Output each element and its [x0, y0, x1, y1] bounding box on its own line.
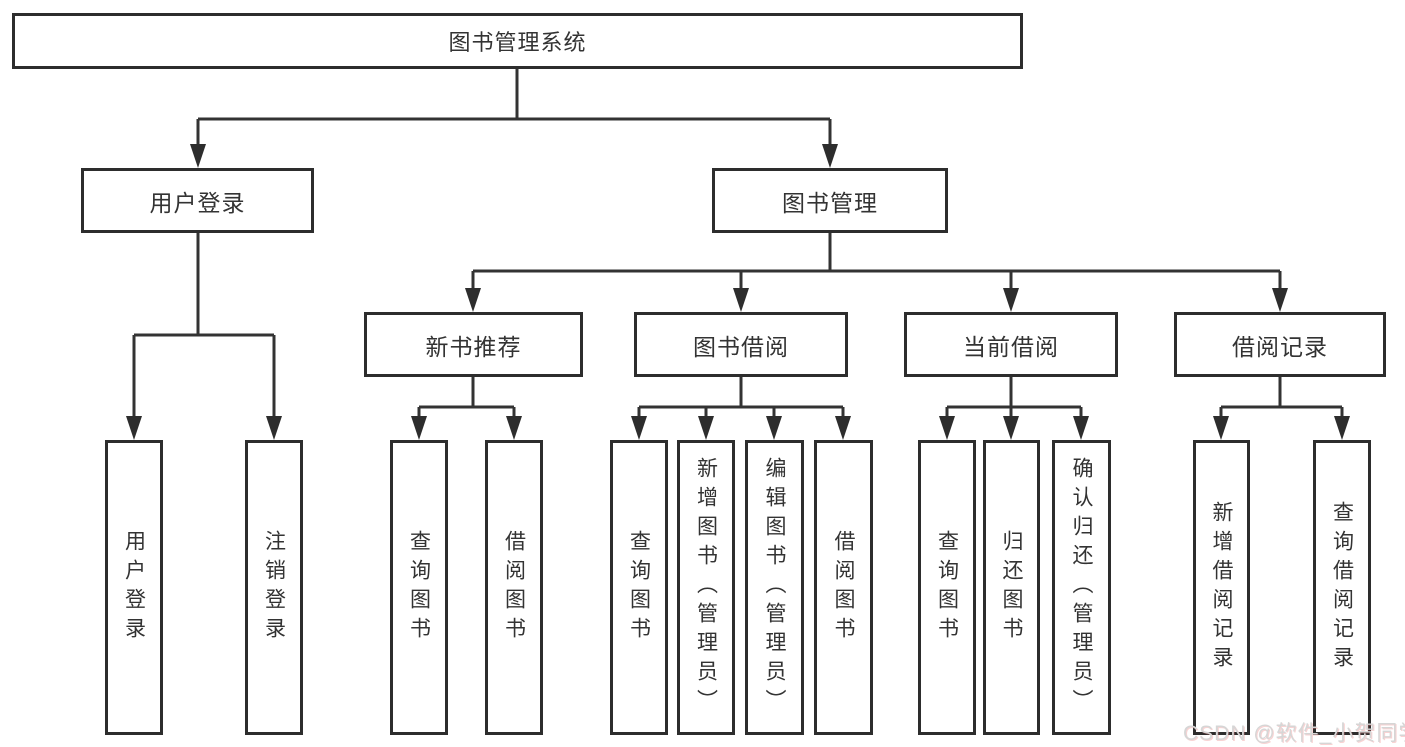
leaf-add-borrow-record: 新增借阅记录 — [1193, 440, 1250, 735]
node-library-system: 图书管理系统 — [12, 13, 1023, 69]
arrow-down-icon — [1272, 288, 1288, 312]
leaf-query-books-borrow-label: 查询图书 — [627, 529, 651, 646]
node-new-book-recommend-label: 新书推荐 — [425, 333, 522, 360]
arrow-down-icon — [1003, 288, 1019, 312]
arrow-down-icon — [506, 416, 522, 440]
arrow-down-icon — [411, 416, 427, 440]
leaf-borrow-books-recommend: 借阅图书 — [485, 440, 543, 735]
leaf-query-books-recommend: 查询图书 — [390, 440, 448, 735]
leaf-user-login-label: 用户登录 — [122, 529, 146, 646]
arrow-down-icon — [733, 288, 749, 312]
node-library-system-label: 图书管理系统 — [448, 30, 587, 55]
leaf-return-book-label: 归还图书 — [1000, 529, 1023, 646]
leaf-borrow-books: 借阅图书 — [814, 440, 873, 735]
arrow-down-icon — [1073, 416, 1089, 440]
node-new-book-recommend: 新书推荐 — [364, 312, 583, 377]
leaf-borrow-books-label: 借阅图书 — [832, 529, 855, 646]
arrow-down-icon — [766, 416, 782, 440]
leaf-add-book-admin-label: 新增图书（管理员） — [694, 457, 718, 718]
node-borrow-records-label: 借阅记录 — [1232, 333, 1328, 360]
arrow-down-icon — [190, 144, 206, 168]
arrow-down-icon — [126, 416, 142, 440]
leaf-query-borrow-record: 查询借阅记录 — [1313, 440, 1371, 735]
node-user-login-label: 用户登录 — [149, 189, 246, 216]
leaf-add-borrow-record-label: 新增借阅记录 — [1210, 500, 1233, 675]
arrow-down-icon — [465, 288, 481, 312]
node-book-borrow: 图书借阅 — [634, 312, 848, 377]
node-book-borrow-label: 图书借阅 — [693, 333, 789, 360]
arrow-down-icon — [939, 416, 955, 440]
leaf-add-book-admin: 新增图书（管理员） — [677, 440, 735, 735]
arrowhead-icons — [126, 144, 1350, 440]
arrow-down-icon — [698, 416, 714, 440]
leaf-borrow-books-recommend-label: 借阅图书 — [502, 529, 526, 646]
node-user-login: 用户登录 — [81, 168, 314, 233]
arrow-down-icon — [631, 416, 647, 440]
node-book-management: 图书管理 — [712, 168, 948, 233]
arrow-down-icon — [1334, 416, 1350, 440]
csdn-watermark: CSDN @软件_小贺同学 — [1183, 722, 1405, 745]
node-book-management-label: 图书管理 — [782, 189, 878, 216]
leaf-confirm-return-admin-label: 确认归还（管理员） — [1070, 457, 1093, 718]
node-current-borrow-label: 当前借阅 — [963, 333, 1059, 360]
node-current-borrow: 当前借阅 — [904, 312, 1118, 377]
leaf-return-book: 归还图书 — [983, 440, 1040, 735]
leaf-edit-book-admin: 编辑图书（管理员） — [745, 440, 804, 735]
leaf-edit-book-admin-label: 编辑图书（管理员） — [763, 457, 786, 718]
arrow-down-icon — [266, 416, 282, 440]
arrow-down-icon — [822, 144, 838, 168]
arrow-down-icon — [1003, 416, 1019, 440]
leaf-query-books-current-label: 查询图书 — [935, 529, 959, 646]
arrow-down-icon — [835, 416, 851, 440]
leaf-user-login: 用户登录 — [105, 440, 163, 735]
tree-edges — [132, 69, 1344, 434]
leaf-query-books-recommend-label: 查询图书 — [407, 529, 431, 646]
leaf-logout: 注销登录 — [245, 440, 303, 735]
leaf-query-borrow-record-label: 查询借阅记录 — [1330, 500, 1354, 675]
node-borrow-records: 借阅记录 — [1174, 312, 1386, 377]
arrow-down-icon — [1213, 416, 1229, 440]
leaf-query-books-current: 查询图书 — [918, 440, 976, 735]
leaf-confirm-return-admin: 确认归还（管理员） — [1052, 440, 1111, 735]
leaf-query-books-borrow: 查询图书 — [610, 440, 668, 735]
leaf-logout-label: 注销登录 — [262, 529, 286, 646]
